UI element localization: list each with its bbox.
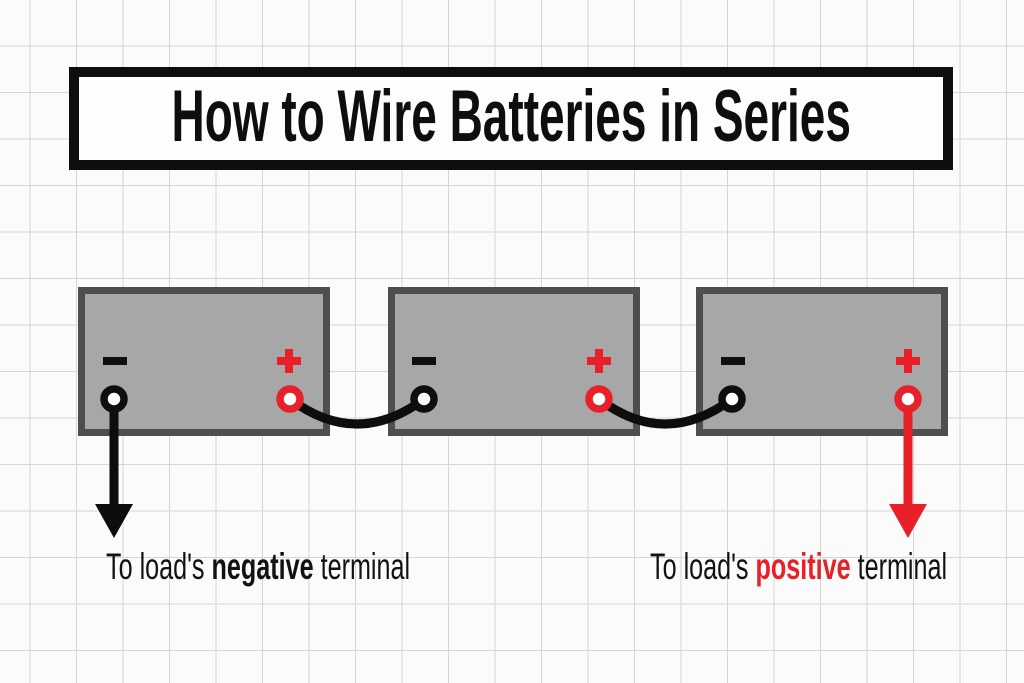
- battery-1: [78, 287, 330, 436]
- label-prefix: To load's: [650, 546, 749, 587]
- label-prefix: To load's: [106, 546, 205, 587]
- negative-load-label: To load's negative terminal: [42, 547, 442, 587]
- label-suffix: terminal: [857, 546, 948, 587]
- label-suffix: terminal: [320, 546, 411, 587]
- battery-3: [696, 287, 948, 436]
- label-emphasis-positive: positive: [755, 546, 851, 587]
- positive-load-label: To load's positive terminal: [586, 547, 986, 587]
- page-title: How to Wire Batteries in Series: [171, 76, 851, 157]
- battery-2: [388, 287, 640, 436]
- label-emphasis-negative: negative: [211, 546, 314, 587]
- title-box: How to Wire Batteries in Series: [69, 67, 953, 170]
